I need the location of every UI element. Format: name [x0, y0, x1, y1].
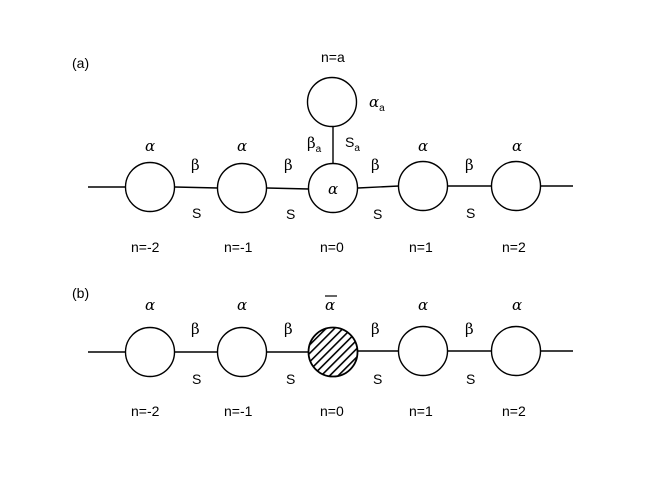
panel-a-beta-m1-0: β	[284, 156, 293, 174]
panel-a-beta-0-1: β	[371, 156, 380, 174]
panel-a-adatom-hopping: βa	[307, 134, 322, 155]
panel-a-alpha-2: α	[512, 137, 522, 155]
panel-a-node-m1	[216, 162, 268, 214]
panel-a-adatom-overlap: Sa	[345, 134, 360, 154]
panel-b-site-0: n=0	[320, 403, 344, 419]
panel-a-label: (a)	[72, 55, 89, 71]
panel-b-site-m2: n=-2	[131, 403, 160, 419]
panel-b-beta-1-2: β	[465, 320, 474, 338]
panel-b-node-m1	[216, 326, 268, 378]
panel-a-node-1	[397, 160, 449, 212]
panel-a-node-adatom	[306, 76, 358, 128]
panel-a-site-0: n=0	[320, 239, 344, 255]
panel-a-site-m1: n=-1	[224, 239, 253, 255]
panel-a-site-m2: n=-2	[131, 239, 160, 255]
panel-b-alpha-2: α	[512, 296, 522, 314]
panel-b-s-1-2: S	[466, 371, 475, 387]
panel-a-alpha-1: α	[418, 137, 428, 155]
panel-a-node-0	[307, 162, 359, 214]
panel-b-alpha-m1: α	[237, 296, 247, 314]
panel-a-edge-m1-0	[266, 187, 310, 190]
panel-a-s-1-2: S	[466, 205, 475, 221]
panel-a-site-1: n=1	[409, 239, 433, 255]
panel-b-chain	[88, 350, 573, 353]
panel-a-beta-m2-m1: β	[191, 156, 200, 174]
panel-a-adatom-energy: αa	[369, 93, 385, 114]
panel-a-chain	[88, 126, 573, 190]
panel-a-node-2	[490, 160, 542, 212]
panel-a-edge-0-1	[357, 185, 400, 189]
panel-b-s-m1-0: S	[286, 371, 295, 387]
panel-a-alpha-0: α	[328, 180, 338, 198]
panel-b-alpha-m2: α	[145, 296, 155, 314]
panel-a-site-2: n=2	[502, 239, 526, 255]
panel-b-site-1: n=1	[409, 403, 433, 419]
panel-b-site-2: n=2	[502, 403, 526, 419]
panel-b-beta-m1-0: β	[284, 320, 293, 338]
panel-b-node-m2	[124, 326, 176, 378]
panel-b-node-2	[490, 325, 542, 377]
panel-b-node-1	[397, 325, 449, 377]
panel-b-label: (b)	[72, 285, 89, 301]
panel-b-node-impurity	[307, 326, 359, 378]
panel-a-s-0-1: S	[373, 206, 382, 222]
panel-a-adatom-site: n=a	[321, 49, 345, 65]
panel-a-alpha-m1: α	[237, 137, 247, 155]
panel-b-alpha-1: α	[418, 296, 428, 314]
panel-a-s-m2-m1: S	[192, 205, 201, 221]
panel-a-node-m2	[124, 161, 176, 213]
panel-b-beta-0-1: β	[371, 320, 380, 338]
panel-b-alpha-impurity: α	[325, 296, 335, 314]
panel-a-s-m1-0: S	[286, 206, 295, 222]
panel-b-beta-m2-m1: β	[191, 320, 200, 338]
panel-b-s-m2-m1: S	[192, 371, 201, 387]
panel-a-edge-m2-m1	[174, 186, 219, 189]
panel-b-s-0-1: S	[373, 371, 382, 387]
panel-a-alpha-m2: α	[145, 137, 155, 155]
panel-b-site-m1: n=-1	[224, 403, 253, 419]
panel-a-beta-1-2: β	[465, 156, 474, 174]
